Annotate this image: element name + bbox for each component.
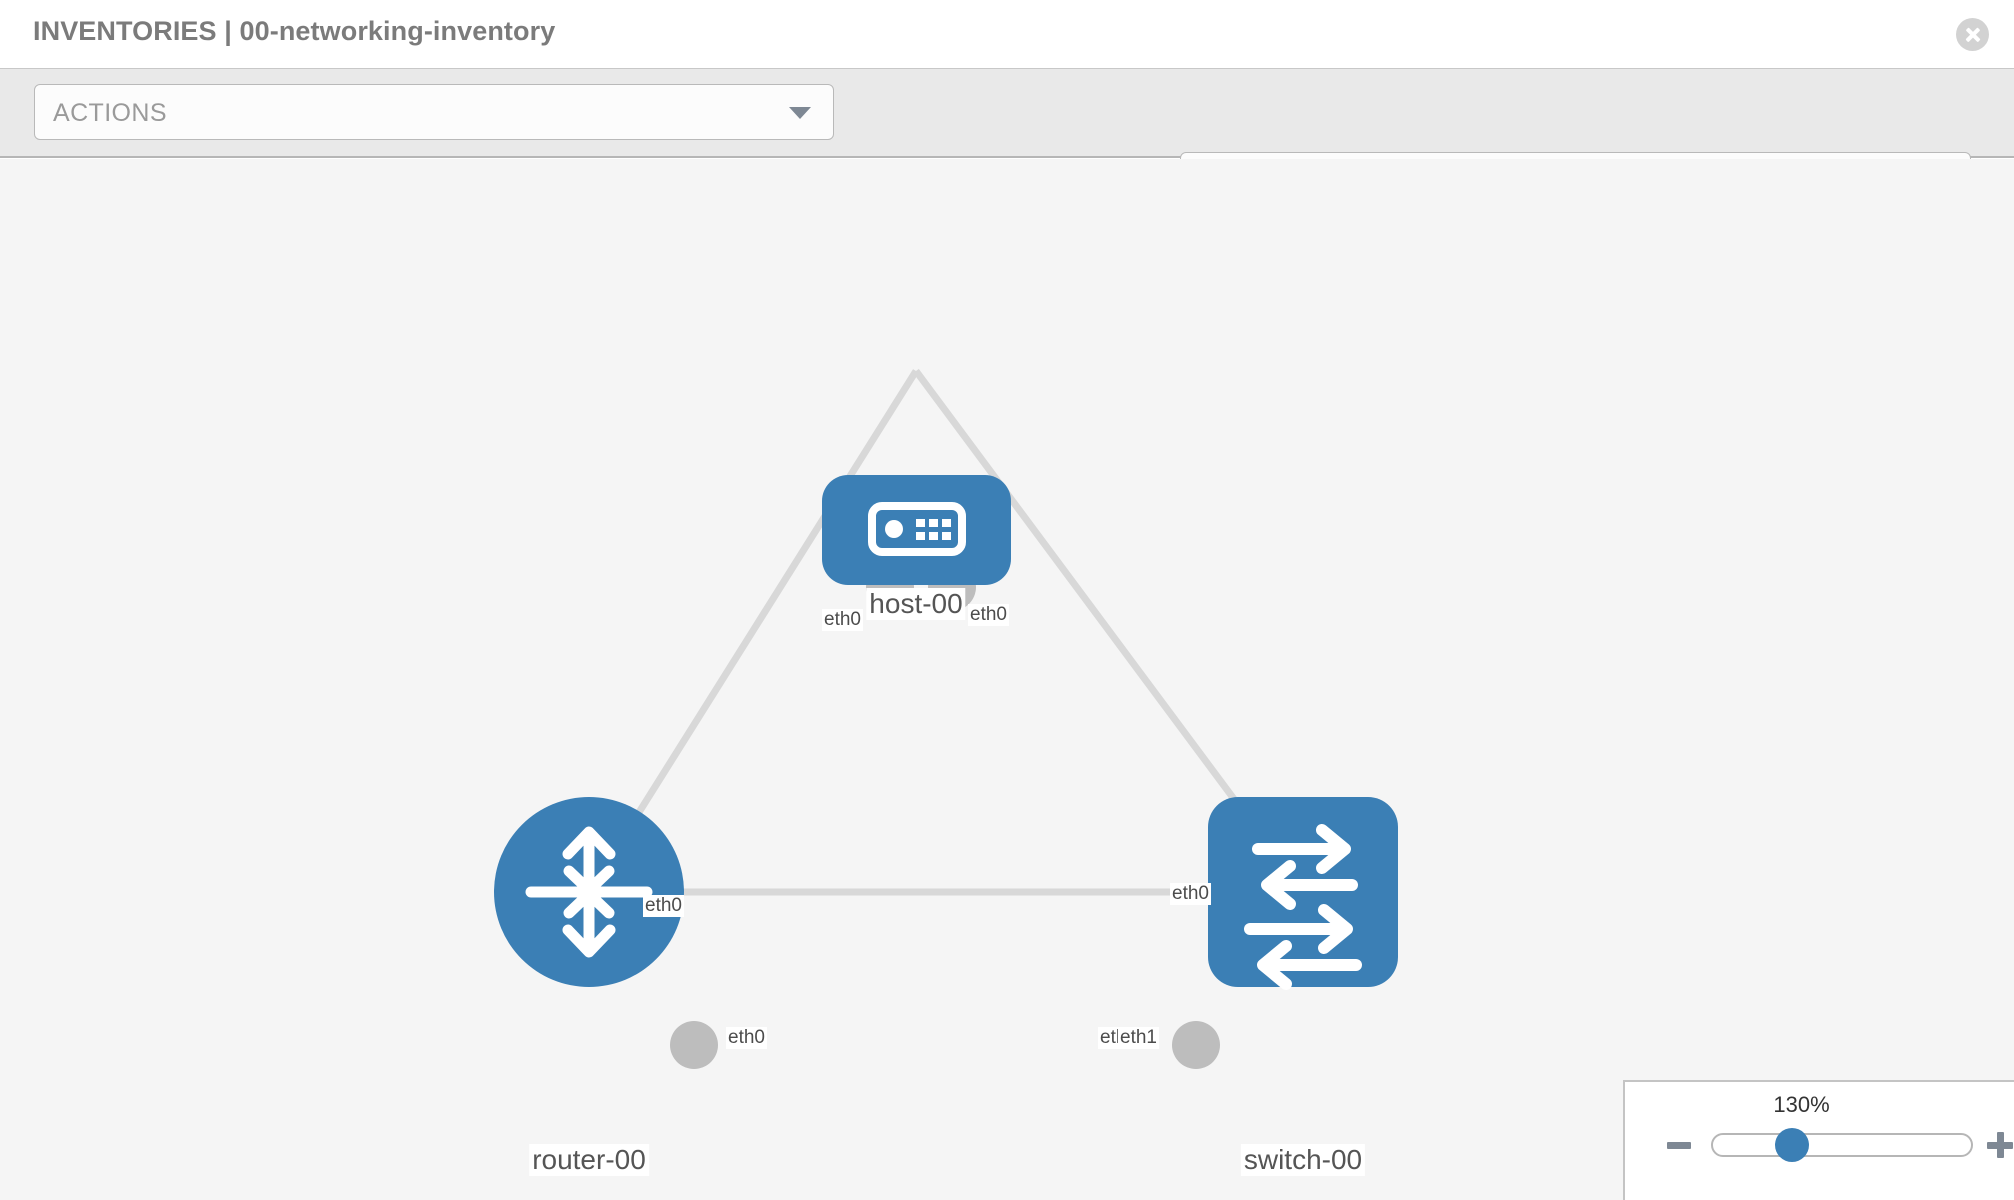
topology-links	[586, 368, 1306, 896]
iface-label-router-eth0-uplink: eth0	[643, 895, 684, 917]
switch-icon	[1244, 824, 1362, 990]
iface-label-switch-eth1-trunk: eth1	[1118, 1027, 1159, 1049]
node-switch-00	[1208, 797, 1398, 990]
node-label-switch-00: switch-00	[1240, 1144, 1366, 1177]
iface-label-router-eth0-trunk: eth0	[726, 1027, 767, 1049]
zoom-slider-thumb[interactable]	[1775, 1128, 1809, 1162]
page-title: INVENTORIES | 00-networking-inventory	[33, 16, 556, 46]
link-host-router	[586, 369, 919, 894]
zoom-control-panel: 130%	[1623, 1080, 2014, 1200]
page-header: INVENTORIES | 00-networking-inventory	[0, 0, 2014, 68]
topology-connectors	[670, 563, 1257, 1069]
node-label-host-00: host-00	[866, 588, 966, 621]
chevron-down-icon	[789, 107, 811, 119]
server-icon	[868, 502, 966, 556]
zoom-slider-track[interactable]	[1711, 1133, 1973, 1157]
node-router-00	[494, 797, 684, 987]
actions-dropdown[interactable]: ACTIONS	[34, 84, 834, 140]
close-icon[interactable]	[1956, 18, 1989, 51]
actions-dropdown-label: ACTIONS	[53, 99, 167, 127]
topology-canvas[interactable]: host-00 router-00 switch-00 eth0 eth0 et…	[0, 159, 2014, 1200]
connector-router-right	[670, 1021, 718, 1069]
connector-switch-left	[1172, 1021, 1220, 1069]
toolbar: ACTIONS SEARCH	[0, 68, 2014, 208]
router-icon	[525, 826, 653, 958]
plus-icon[interactable]	[1987, 1132, 2013, 1158]
node-host-00	[822, 475, 1011, 585]
zoom-percent-label: 130%	[1773, 1092, 1830, 1117]
iface-label-host-eth0-left: eth0	[822, 609, 863, 631]
node-label-router-00: router-00	[529, 1144, 649, 1177]
iface-label-host-eth0-right: eth0	[968, 604, 1009, 626]
iface-label-switch-eth0-uplink: eth0	[1170, 883, 1211, 905]
topology-graph	[494, 368, 1398, 1069]
minus-icon[interactable]	[1667, 1142, 1691, 1149]
